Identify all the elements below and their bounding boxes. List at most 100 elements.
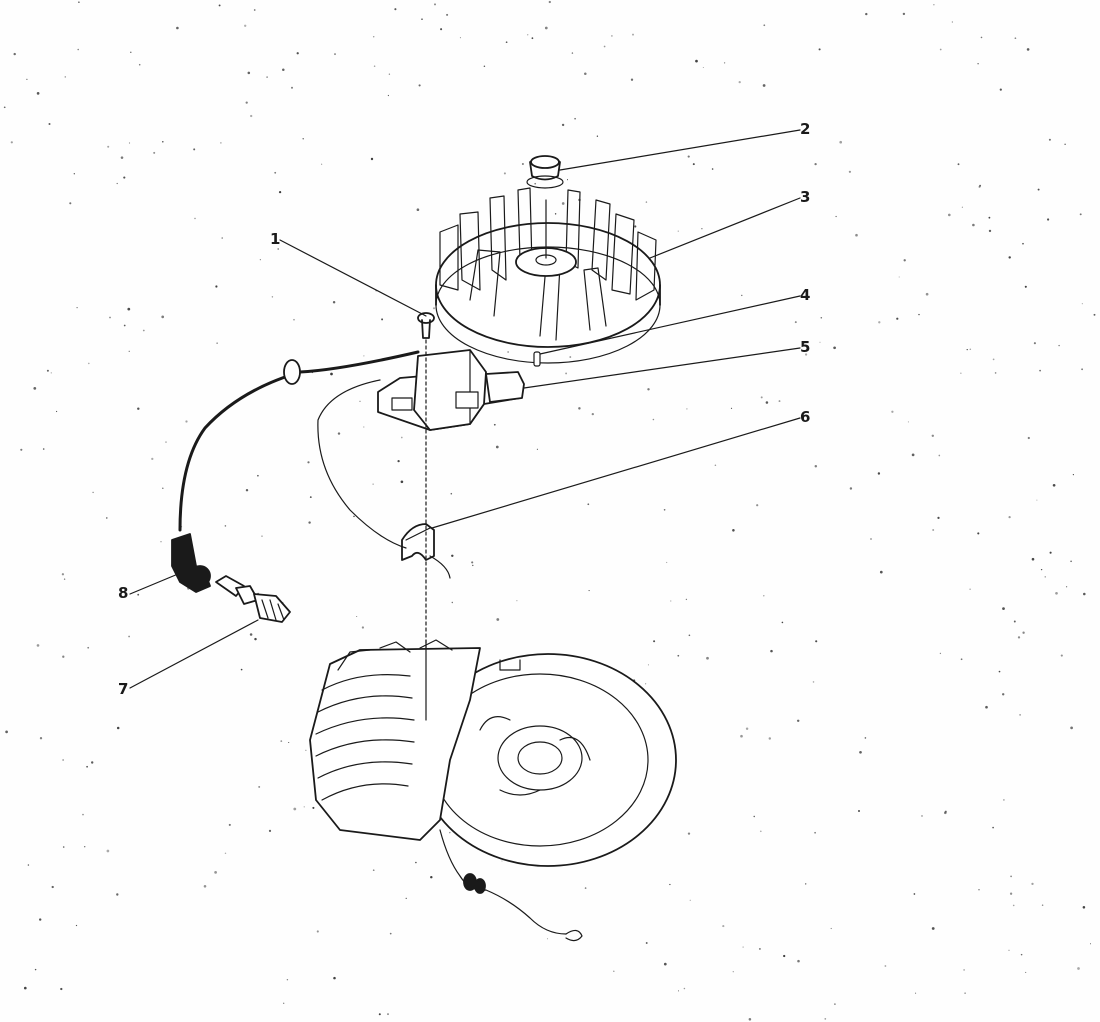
speckle-dot bbox=[947, 213, 951, 217]
speckle-dot bbox=[321, 163, 323, 165]
speckle-dot bbox=[632, 33, 634, 36]
leader-5 bbox=[523, 347, 801, 389]
speckle-dot bbox=[244, 24, 247, 27]
speckle-dot bbox=[756, 504, 759, 507]
callout-6: 6 bbox=[800, 408, 810, 426]
speckle-dot bbox=[1010, 875, 1012, 878]
speckle-dot bbox=[932, 529, 935, 531]
speckle-dot bbox=[316, 930, 319, 933]
speckle-dot bbox=[36, 92, 40, 95]
callout-4: 4 bbox=[800, 286, 810, 304]
speckle-dot bbox=[5, 730, 8, 734]
speckle-dot bbox=[370, 157, 374, 161]
speckle-dot bbox=[848, 170, 852, 173]
speckle-dot bbox=[878, 321, 881, 324]
callout-labels: 1 2 3 4 5 6 7 8 bbox=[118, 120, 810, 698]
speckle-dot bbox=[221, 237, 223, 239]
speckle-dot bbox=[381, 318, 384, 321]
callout-8: 8 bbox=[118, 584, 128, 602]
speckle-dot bbox=[964, 992, 966, 994]
speckle-dot bbox=[1070, 560, 1072, 563]
speckle-dot bbox=[151, 457, 154, 461]
speckle-dot bbox=[1083, 592, 1086, 596]
speckle-dot bbox=[768, 737, 772, 740]
speckle-dot bbox=[645, 942, 648, 944]
speckle-dot bbox=[288, 741, 290, 744]
speckle-dot bbox=[60, 987, 63, 991]
speckle-dot bbox=[123, 176, 126, 179]
speckle-dot bbox=[1008, 256, 1011, 259]
speckle-dot bbox=[86, 765, 88, 768]
speckle-dot bbox=[765, 401, 769, 404]
speckle-dot bbox=[332, 300, 336, 304]
speckle-dot bbox=[309, 496, 312, 498]
speckle-dot bbox=[73, 173, 75, 175]
speckle-dot bbox=[762, 84, 766, 87]
speckle-dot bbox=[1025, 971, 1027, 973]
speckle-dot bbox=[591, 412, 594, 416]
speckle-dot bbox=[353, 515, 355, 518]
speckle-dot bbox=[296, 52, 299, 55]
speckle-dot bbox=[677, 990, 680, 992]
callout-2: 2 bbox=[800, 120, 810, 138]
speckle-dot bbox=[116, 726, 120, 730]
speckle-dot bbox=[363, 426, 365, 428]
speckle-dot bbox=[496, 618, 500, 621]
speckle-dot bbox=[48, 122, 51, 126]
speckle-dot bbox=[921, 815, 923, 817]
leader-3 bbox=[649, 197, 801, 259]
speckle-dot bbox=[711, 168, 714, 170]
speckle-dot bbox=[334, 53, 336, 56]
flywheel bbox=[435, 187, 661, 364]
speckle-dot bbox=[280, 740, 283, 742]
speckle-dot bbox=[763, 595, 765, 597]
speckle-dot bbox=[701, 228, 703, 230]
speckle-dot bbox=[1009, 892, 1013, 895]
speckle-dot bbox=[677, 654, 680, 657]
speckle-dot bbox=[394, 8, 397, 11]
speckle-dot bbox=[34, 968, 37, 971]
speckle-dot bbox=[1081, 368, 1083, 371]
speckle-dot bbox=[106, 849, 110, 853]
speckle-dot bbox=[361, 626, 365, 629]
speckle-dot bbox=[446, 13, 449, 16]
speckle-dot bbox=[75, 924, 78, 927]
speckle-dot bbox=[907, 421, 909, 423]
speckle-dot bbox=[128, 142, 131, 144]
spark-plug bbox=[215, 575, 291, 623]
speckle-dot bbox=[1047, 218, 1050, 221]
speckle-dot bbox=[896, 317, 899, 320]
speckle-dot bbox=[978, 889, 980, 891]
speckle-dot bbox=[274, 171, 277, 174]
speckle-dot bbox=[305, 749, 307, 751]
speckle-dot bbox=[723, 62, 726, 64]
speckle-dot bbox=[356, 615, 358, 618]
speckle-dot bbox=[1024, 285, 1027, 288]
speckle-dot bbox=[588, 590, 590, 592]
speckle-dot bbox=[266, 76, 268, 78]
speckle-dot bbox=[915, 992, 917, 994]
speckle-dot bbox=[818, 48, 821, 51]
speckle-dot bbox=[258, 785, 261, 788]
speckle-dot bbox=[1003, 799, 1005, 801]
speckle-dot bbox=[278, 190, 282, 194]
speckle-dot bbox=[759, 830, 762, 833]
speckle-dot bbox=[977, 532, 980, 535]
speckle-dot bbox=[1008, 949, 1010, 951]
speckle-dot bbox=[819, 341, 821, 343]
speckle-dot bbox=[20, 448, 23, 451]
speckle-dot bbox=[645, 201, 648, 203]
speckle-dot bbox=[839, 140, 843, 144]
speckle-dot bbox=[259, 259, 261, 261]
speckle-dot bbox=[430, 875, 433, 879]
speckle-dot bbox=[257, 474, 259, 477]
speckle-dot bbox=[291, 86, 293, 89]
speckle-dot bbox=[293, 318, 295, 321]
speckle-dot bbox=[434, 3, 436, 6]
speckle-dot bbox=[471, 561, 474, 564]
speckle-dot bbox=[1060, 654, 1063, 657]
speckle-dot bbox=[855, 233, 858, 237]
speckle-dot bbox=[985, 705, 988, 709]
speckle-dot bbox=[106, 517, 108, 519]
speckle-dot bbox=[218, 4, 221, 7]
